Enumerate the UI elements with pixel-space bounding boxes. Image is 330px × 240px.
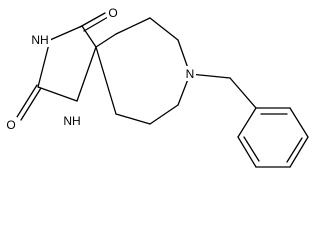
bond-ring-6 bbox=[149, 104, 179, 125]
bond-ring-1 bbox=[95, 33, 117, 48]
bond-c4-n3 bbox=[49, 25, 83, 41]
atom-nh-bottom: NH bbox=[63, 114, 80, 128]
bond-ring-8 bbox=[95, 46, 117, 115]
atom-o-top: O bbox=[108, 6, 117, 20]
bond-c2-n1 bbox=[37, 86, 78, 102]
atom-o-left: O bbox=[6, 118, 15, 132]
benzyl-group bbox=[189, 73, 257, 109]
carbonyl-bonds bbox=[16, 12, 109, 121]
bond-n-ch2 bbox=[189, 73, 231, 79]
bond-c4-o-b bbox=[83, 16, 109, 32]
bond-ph-5 bbox=[237, 136, 257, 168]
azocane-ring bbox=[95, 17, 191, 125]
bond-n3-c2 bbox=[37, 39, 51, 88]
bond-ring-2 bbox=[115, 17, 151, 35]
bond-c2-o-b bbox=[20, 87, 42, 121]
bond-c4-o-a bbox=[79, 12, 106, 28]
bond-c2-o-a bbox=[16, 84, 38, 118]
bond-ph-2 bbox=[289, 107, 309, 138]
atom-n-ring: N bbox=[186, 67, 195, 81]
atom-labels: O NH O NH N bbox=[5, 5, 196, 132]
chemical-structure-diagram: O NH O NH N bbox=[5, 5, 309, 168]
bond-ring-7 bbox=[115, 113, 151, 125]
bond-ph-inner-2 bbox=[286, 137, 303, 163]
atom-nh-top: NH bbox=[31, 33, 48, 47]
bond-spiro-c4 bbox=[81, 25, 97, 48]
bond-ph-6 bbox=[237, 107, 257, 138]
hydantoin-ring bbox=[37, 25, 97, 102]
bond-n1-spiro bbox=[76, 46, 97, 102]
bond-ch2-ring bbox=[229, 77, 257, 109]
bond-ph-3 bbox=[289, 136, 309, 168]
bond-ring-3 bbox=[149, 17, 179, 41]
bond-ph-inner-3 bbox=[243, 136, 260, 162]
benzene-ring bbox=[237, 107, 309, 168]
